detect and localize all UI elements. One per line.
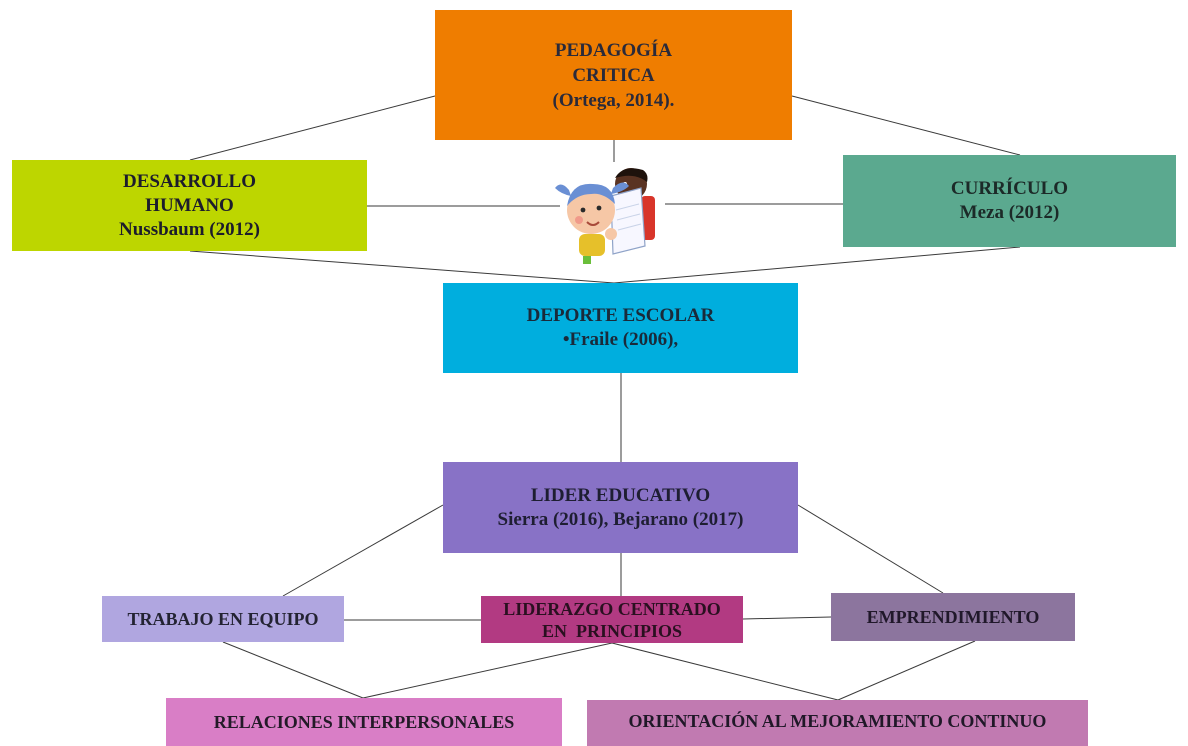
link-lider-emprendimiento (797, 504, 944, 594)
link-emprendimiento-orientacion (837, 640, 976, 701)
node-desarrollo-line-2: HUMANO (145, 194, 234, 216)
node-liderazgo-line-2: EN PRINCIPIOS (541, 620, 683, 641)
node-trabajo-label: TRABAJO EN EQUIPO (127, 608, 319, 629)
node-liderazgo-centrado: LIDERAZGO CENTRADO EN PRINCIPIOS (481, 596, 743, 643)
link-liderazgo-orientacion (611, 642, 839, 701)
children-reading-icon (555, 168, 655, 264)
node-deporte-line-2: •Fraile (2006), (562, 329, 679, 350)
link-trabajo-relaciones (222, 641, 364, 699)
link-desarrollo-deporte (189, 250, 615, 284)
node-pedagogia-line-3: (Ortega, 2014). (552, 89, 675, 111)
node-lider-line-1: LIDER EDUCATIVO (530, 484, 711, 506)
link-pedagogia-curriculo (791, 95, 1021, 156)
node-lider-educativo: LIDER EDUCATIVO Sierra (2016), Bejarano … (443, 462, 798, 553)
node-curriculo-line-2: Meza (2012) (959, 202, 1060, 223)
node-pedagogia-line-2: CRITICA (572, 64, 655, 86)
node-pedagogia-critica: PEDAGOGÍA CRITICA (Ortega, 2014). (435, 10, 792, 140)
link-pedagogia-desarrollo (189, 95, 436, 161)
node-curriculo: CURRÍCULO Meza (2012) (843, 155, 1176, 247)
node-curriculo-line-1: CURRÍCULO (950, 178, 1069, 199)
node-deporte-escolar: DEPORTE ESCOLAR •Fraile (2006), (443, 283, 798, 373)
node-relaciones-label: RELACIONES INTERPERSONALES (213, 711, 515, 732)
node-orientacion-label: ORIENTACIÓN AL MEJORAMIENTO CONTINUO (628, 710, 1047, 731)
node-liderazgo-line-1: LIDERAZGO CENTRADO (503, 598, 721, 619)
node-desarrollo-line-1: DESARROLLO (122, 170, 257, 192)
node-emprendimiento: EMPRENDIMIENTO (831, 593, 1075, 641)
node-lider-line-2: Sierra (2016), Bejarano (2017) (497, 508, 744, 530)
node-pedagogia-line-1: PEDAGOGÍA (554, 39, 673, 61)
link-lider-trabajo (282, 504, 444, 597)
node-desarrollo-line-3: Nussbaum (2012) (119, 218, 260, 240)
node-orientacion-mejoramiento: ORIENTACIÓN AL MEJORAMIENTO CONTINUO (587, 700, 1088, 746)
node-deporte-line-1: DEPORTE ESCOLAR (526, 305, 715, 326)
link-liderazgo-relaciones (362, 642, 613, 699)
link-liderazgo-emprendimiento (742, 616, 832, 620)
node-trabajo-en-equipo: TRABAJO EN EQUIPO (102, 596, 344, 642)
node-emprendimiento-label: EMPRENDIMIENTO (866, 606, 1040, 627)
link-curriculo-deporte (613, 246, 1021, 284)
node-desarrollo-humano: DESARROLLO HUMANO Nussbaum (2012) (12, 160, 367, 251)
node-relaciones-interpersonales: RELACIONES INTERPERSONALES (166, 698, 562, 746)
